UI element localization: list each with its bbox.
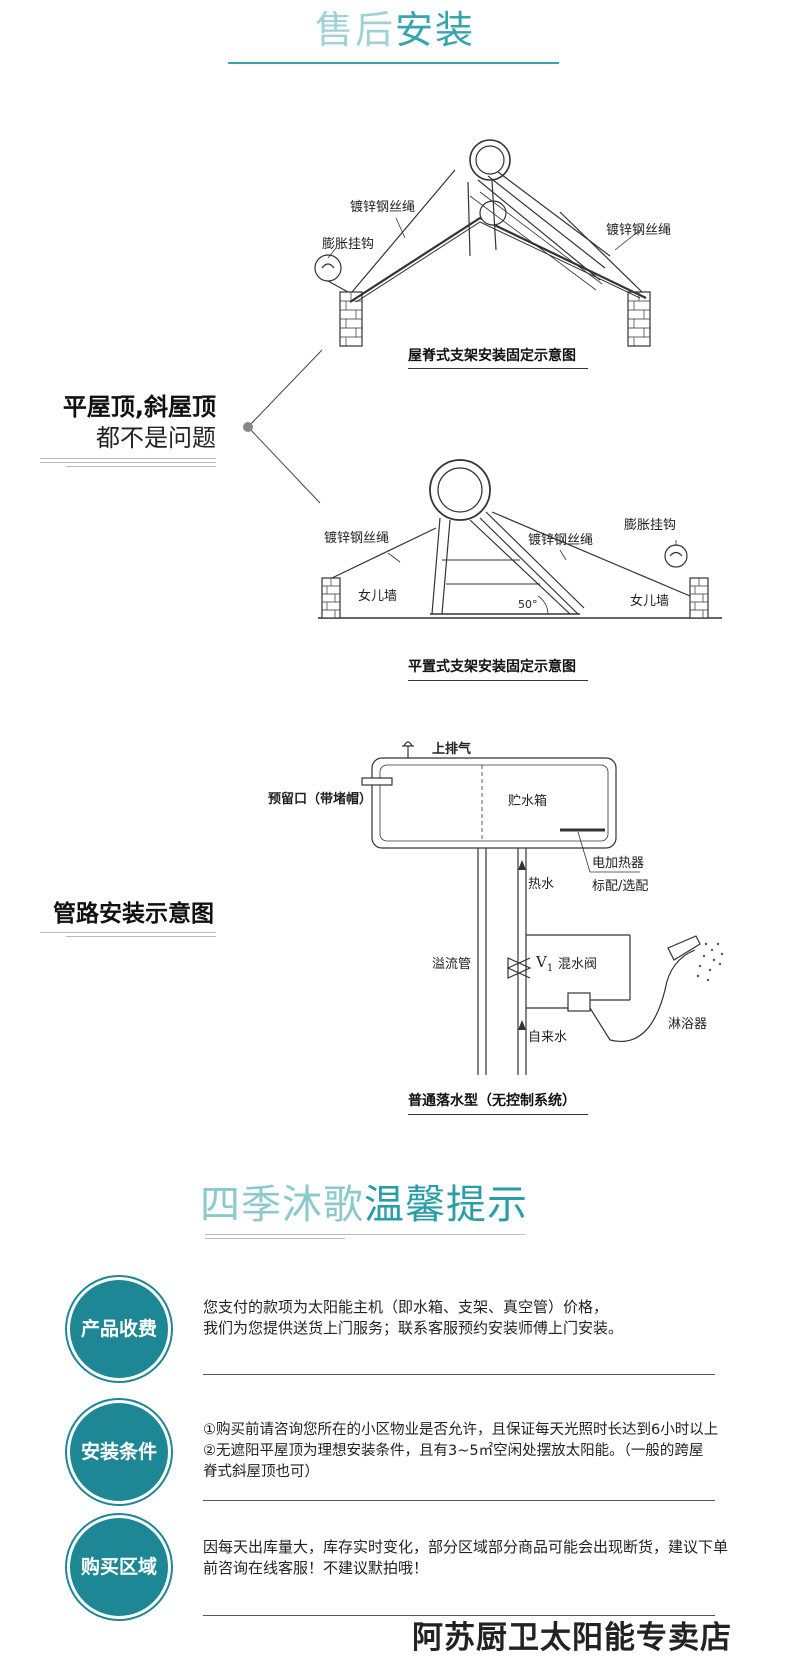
vent-pipe bbox=[402, 741, 414, 758]
d2-label-hook: 膨胀挂钩 bbox=[624, 518, 677, 533]
d2-label-angle: 50° bbox=[518, 598, 538, 611]
roof-diagrams bbox=[243, 139, 722, 619]
decorative-fine-text-2 bbox=[40, 932, 216, 940]
tip-line: 您支付的款项为太阳能主机（即水箱、支架、真空管）价格， bbox=[203, 1298, 609, 1316]
label-vent: 上排气 bbox=[432, 742, 472, 757]
tip-product-fee: 您支付的款项为太阳能主机（即水箱、支架、真空管）价格， 我们为您提供送货上门服务… bbox=[203, 1297, 743, 1339]
tips-title: 四季沐歌温馨提示 bbox=[200, 1178, 528, 1232]
label-shower: 淋浴器 bbox=[668, 1017, 708, 1032]
d1-label-rope-right: 镀锌钢丝绳 bbox=[606, 223, 672, 238]
connector-line-upper bbox=[247, 349, 323, 428]
tips-title-part-1: 四季沐歌 bbox=[200, 1182, 364, 1228]
d1-label-rope-left: 镀锌钢丝绳 bbox=[350, 200, 416, 215]
section-title-after-sales: 售后安装 bbox=[0, 2, 790, 58]
label-tank: 贮水箱 bbox=[508, 794, 548, 809]
d1-label-hook: 膨胀挂钩 bbox=[322, 237, 375, 252]
tip-line: 我们为您提供送货上门服务；联系客服预约安装师傅上门安装。 bbox=[203, 1319, 624, 1337]
title-part-1: 售后 bbox=[314, 8, 395, 52]
shop-name: 阿苏厨卫太阳能专卖店 bbox=[412, 1620, 732, 1656]
pipe-diagram bbox=[361, 741, 724, 1075]
d2-label-wall-right: 女儿墙 bbox=[630, 594, 670, 609]
flat-roof-diagram bbox=[318, 459, 722, 619]
decorative-fine-text bbox=[40, 458, 216, 470]
reserved-port bbox=[361, 777, 393, 786]
connector-line-lower bbox=[247, 426, 321, 504]
tip-line: 前咨询在线客服！不建议默拍哦！ bbox=[203, 1559, 429, 1577]
tips-title-part-2: 温馨提示 bbox=[364, 1182, 528, 1228]
d2-caption: 平置式支架安装固定示意图 bbox=[408, 659, 576, 675]
valve-v1 bbox=[506, 957, 532, 979]
label-tap-water: 自来水 bbox=[528, 1030, 568, 1045]
tip-divider bbox=[203, 1374, 715, 1375]
label-overflow: 溢流管 bbox=[432, 957, 472, 972]
d2-label-rope-left: 镀锌钢丝绳 bbox=[324, 531, 390, 546]
tip-divider bbox=[203, 1615, 715, 1616]
d2-caption-underline bbox=[408, 680, 588, 681]
tip-line: 因每天出库量大，库存实时变化，部分区域部分商品可能会出现断货，建议下单 bbox=[203, 1538, 729, 1556]
label-hot-water: 热水 bbox=[528, 877, 555, 892]
water-tank bbox=[371, 757, 617, 849]
label-reserved-port: 预留口（带堵帽） bbox=[268, 792, 373, 807]
d1-caption: 屋脊式支架安装固定示意图 bbox=[408, 348, 576, 364]
d2-label-wall-left: 女儿墙 bbox=[358, 589, 398, 604]
connector-dot bbox=[243, 422, 253, 432]
shower-head bbox=[667, 935, 701, 961]
tip-purchase-area: 因每天出库量大，库存实时变化，部分区域部分商品可能会出现断货，建议下单 前咨询在… bbox=[203, 1537, 763, 1579]
pipe-caption-underline bbox=[408, 1114, 588, 1115]
title-underline bbox=[228, 62, 559, 64]
pipe-slogan: 管路安装示意图 bbox=[53, 901, 214, 927]
label-heater: 电加热器 bbox=[592, 856, 645, 871]
roof-slogan-line1: 平屋顶,斜屋顶 bbox=[62, 393, 216, 421]
tip-line: 脊式斜屋顶也可） bbox=[203, 1464, 319, 1480]
label-mixer: 混水阀 bbox=[558, 957, 598, 972]
badge-purchase-area: 购买区域 bbox=[70, 1518, 168, 1616]
pitched-roof-diagram bbox=[314, 139, 651, 347]
shower-hose bbox=[609, 949, 696, 1042]
tip-line: ②无遮阳平屋顶为理想安装条件，且有3~5㎡空闲处摆放太阳能。（一般的跨屋 bbox=[203, 1443, 704, 1459]
badge-install-conditions: 安装条件 bbox=[70, 1403, 168, 1501]
title-part-2: 安装 bbox=[395, 8, 476, 52]
mixer-valve bbox=[567, 992, 591, 1012]
d1-caption-underline bbox=[408, 368, 588, 369]
roof-slogan-line2: 都不是问题 bbox=[96, 424, 216, 452]
d2-label-rope-mid: 镀锌钢丝绳 bbox=[528, 533, 594, 548]
tips-fine-text bbox=[205, 1234, 525, 1242]
tip-line: ①购买前请咨询您所在的小区物业是否允许，且保证每天光照时长达到6小时以上 bbox=[203, 1422, 719, 1438]
tip-divider bbox=[203, 1500, 715, 1501]
label-valve: V1 bbox=[536, 953, 554, 974]
badge-product-fee: 产品收费 bbox=[70, 1280, 168, 1378]
pipe-caption: 普通落水型（无控制系统） bbox=[408, 1093, 576, 1109]
tip-install-conditions: ①购买前请咨询您所在的小区物业是否允许，且保证每天光照时长达到6小时以上 ②无遮… bbox=[203, 1420, 763, 1483]
label-heater-note: 标配/选配 bbox=[592, 879, 649, 894]
